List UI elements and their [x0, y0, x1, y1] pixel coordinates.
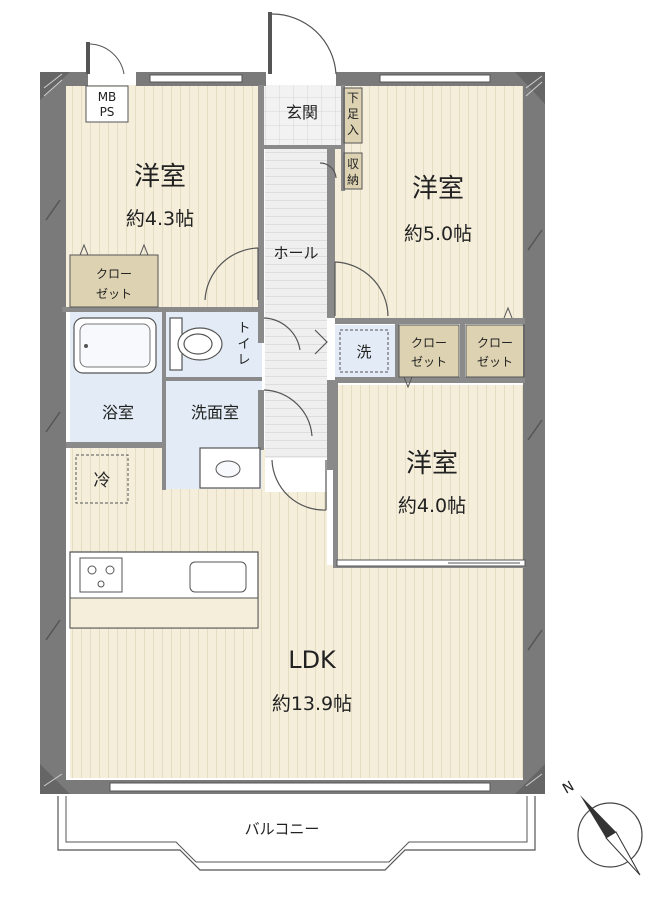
- mbps-label-2: PS: [100, 105, 115, 119]
- bedroom-nw-size: 約4.3帖: [126, 208, 194, 230]
- bedroom-ne-name: 洋室: [412, 174, 464, 204]
- mbps-door: [86, 42, 125, 75]
- shoe-box-char-2: 足: [347, 107, 359, 121]
- windows: [109, 74, 526, 792]
- bedroom-nw-name: 洋室: [134, 162, 186, 192]
- toilet-char-2: イ: [237, 337, 250, 352]
- washroom-label: 洗面室: [191, 403, 239, 422]
- bedroom-ne-floor: [335, 85, 528, 319]
- floors: [62, 85, 528, 778]
- storage-fill: [344, 153, 362, 189]
- washer-space-floor: [335, 325, 395, 377]
- bedroom-mid-size: 約4.0帖: [398, 495, 466, 517]
- front-door: [268, 12, 337, 75]
- mbps-label-1: MB: [98, 90, 117, 104]
- bedroom-mid-floor: [337, 385, 525, 563]
- closet-m-label-1: クロー: [411, 336, 447, 350]
- closet-e-label-2: ゼット: [477, 355, 513, 369]
- washbasin: [199, 447, 261, 489]
- toilet-char-3: レ: [237, 353, 250, 368]
- toilet-char-1: ト: [237, 321, 250, 336]
- compass-north-label: N: [560, 778, 577, 797]
- outer-wall-right: [523, 72, 545, 794]
- window-side-marks: [45, 199, 543, 651]
- labels: MB PS 洋室 約4.3帖 玄関 下 足 入 収 納 洋室 約5.0帖 ホール…: [94, 90, 578, 838]
- bedroom-mid-name: 洋室: [406, 449, 458, 479]
- mbps-box: [85, 85, 129, 123]
- interior-walls: [62, 85, 525, 568]
- bathtub: [73, 317, 157, 374]
- hall-floor: [265, 148, 327, 458]
- hall-label: ホール: [273, 244, 318, 262]
- closet-w-label-1: クロー: [96, 267, 132, 281]
- shoe-box-char-1: 下: [347, 91, 359, 105]
- fridge-space: [75, 454, 129, 504]
- storage-char-1: 収: [347, 157, 359, 171]
- shoe-box-char-3: 入: [347, 123, 359, 137]
- ldk-name: LDK: [288, 646, 337, 674]
- wall-hatching: [43, 73, 543, 787]
- kitchen-counter: [69, 551, 259, 629]
- shoe-box-fill: [344, 88, 362, 143]
- closet-w-fill: [70, 255, 158, 307]
- ldk-size: 約13.9帖: [272, 693, 352, 715]
- entrance-floor: [264, 85, 342, 147]
- balcony-label: バルコニー: [245, 820, 320, 838]
- fridge-label: 冷: [94, 471, 111, 491]
- toilet-fixture: [169, 317, 223, 371]
- balcony: [57, 796, 536, 871]
- closet-w-label-2: ゼット: [96, 287, 132, 301]
- outer-wall-left: [40, 72, 66, 792]
- closet-m-label-2: ゼット: [411, 355, 447, 369]
- ldk-floor: [70, 448, 525, 778]
- closet-outlines: [69, 87, 525, 389]
- entrance-label: 玄関: [286, 103, 318, 122]
- compass-icon: [577, 795, 643, 876]
- closet-e-fill: [466, 325, 524, 377]
- storage-char-2: 納: [347, 173, 359, 187]
- washer-label: 洗: [356, 343, 371, 361]
- interior-doors: [204, 162, 389, 511]
- closet-m-fill: [399, 325, 459, 377]
- bathroom-label: 浴室: [102, 403, 134, 422]
- bedroom-ne-size: 約5.0帖: [404, 223, 472, 245]
- closet-e-label-1: クロー: [477, 336, 513, 350]
